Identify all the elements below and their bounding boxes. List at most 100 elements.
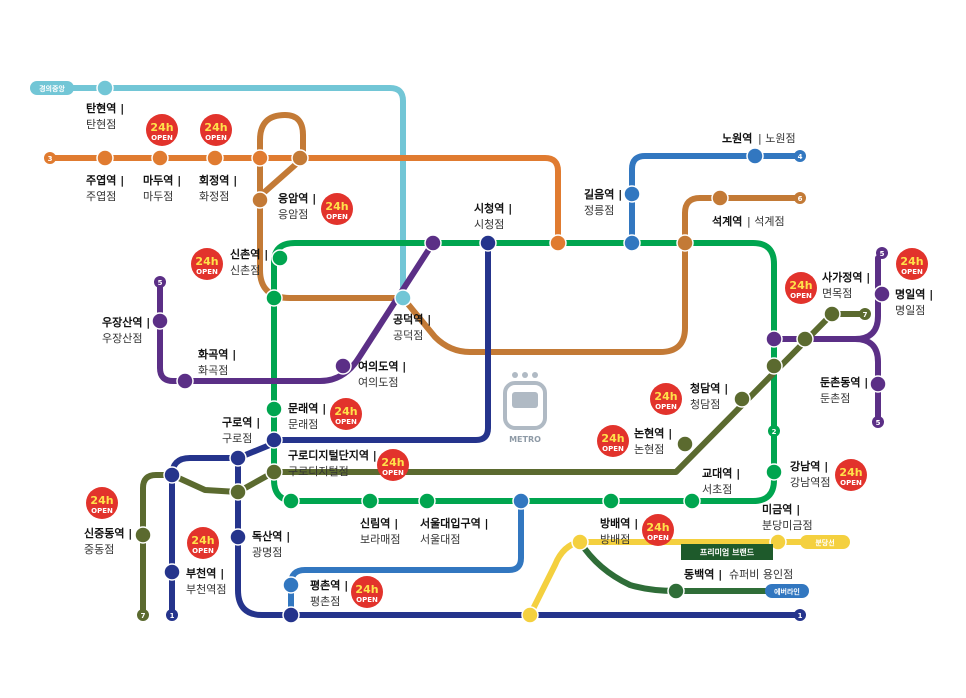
station-dot[interactable] <box>869 375 887 393</box>
premium-brand-tag: 프리미엄 브랜드 <box>681 544 773 560</box>
store-name: 신촌점 <box>230 264 260 277</box>
station-dot[interactable] <box>176 372 194 390</box>
line-number-bubble <box>44 152 56 164</box>
station-dot[interactable] <box>521 606 539 624</box>
station-dot[interactable] <box>394 289 412 307</box>
station-name: 화곡역 | <box>198 347 236 361</box>
everline-tag <box>765 584 809 598</box>
station-dot[interactable] <box>769 533 787 551</box>
station-name: 공덕역 | <box>393 312 431 326</box>
station-name: 둔촌동역 | <box>820 375 868 389</box>
station-name: 청담역 | <box>690 381 728 395</box>
svg-text:OPEN: OPEN <box>91 507 113 515</box>
line-number-bubble <box>859 308 871 320</box>
station-dot[interactable] <box>361 492 379 510</box>
svg-text:OPEN: OPEN <box>205 134 227 142</box>
svg-text:24h: 24h <box>325 200 348 213</box>
everline-line <box>577 539 773 594</box>
station-dot[interactable] <box>676 234 694 252</box>
station-name: 응암역 | <box>278 191 316 205</box>
station-dot[interactable] <box>549 234 567 252</box>
line-number-bubble <box>768 425 780 437</box>
station-dot[interactable] <box>206 149 224 167</box>
station-name: 강남역 | <box>790 459 828 473</box>
station-dot[interactable] <box>271 249 289 267</box>
station-dot[interactable] <box>265 463 283 481</box>
station-dot[interactable] <box>229 528 247 546</box>
store-name: 명일점 <box>895 303 925 317</box>
line-number-label: 3 <box>48 155 53 163</box>
station-name: 명일역 | <box>895 287 933 301</box>
station-dot[interactable] <box>229 483 247 501</box>
station-dot[interactable] <box>424 234 442 252</box>
station-dot[interactable] <box>667 582 685 600</box>
station-dot[interactable] <box>163 563 181 581</box>
station-dot[interactable] <box>765 357 783 375</box>
station-dot[interactable] <box>683 492 701 510</box>
line-number-label: 7 <box>141 612 146 620</box>
station-dot[interactable] <box>282 576 300 594</box>
station-dot[interactable] <box>282 492 300 510</box>
line-number-label: 5 <box>880 250 885 258</box>
station-dot[interactable] <box>733 390 751 408</box>
line-4 <box>629 153 803 246</box>
station-dot[interactable] <box>282 606 300 624</box>
store-name: 청담점 <box>690 398 720 411</box>
station-dot[interactable] <box>746 147 764 165</box>
store-name: 보라매점 <box>360 533 400 546</box>
store-name: 주엽점 <box>86 190 116 203</box>
station-dot[interactable] <box>711 189 729 207</box>
station-name: 여의도역 | <box>358 359 406 373</box>
station-dot[interactable] <box>602 492 620 510</box>
station-dot[interactable] <box>291 149 309 167</box>
station-dot[interactable] <box>623 185 641 203</box>
station-dot[interactable] <box>512 492 530 510</box>
svg-text:OPEN: OPEN <box>602 445 624 453</box>
station-dot[interactable] <box>265 400 283 418</box>
svg-text:24h: 24h <box>654 390 677 403</box>
line-5-east <box>771 255 881 423</box>
gyeongui-line <box>52 85 406 301</box>
store-name: 화정점 <box>199 190 229 203</box>
station-dot[interactable] <box>229 449 247 467</box>
station-name: 방배역 | <box>600 516 638 530</box>
station-dot[interactable] <box>571 533 589 551</box>
store-name: 구로점 <box>222 432 252 445</box>
station-dot[interactable] <box>251 149 269 167</box>
station-dot[interactable] <box>265 431 283 449</box>
store-name: 면목점 <box>822 287 852 300</box>
station-dot[interactable] <box>134 526 152 544</box>
station-dot[interactable] <box>96 79 114 97</box>
svg-text:OPEN: OPEN <box>326 213 348 221</box>
station-dot[interactable] <box>873 285 891 303</box>
station-dot[interactable] <box>623 234 641 252</box>
station-dot[interactable] <box>479 234 497 252</box>
station-dot[interactable] <box>418 492 436 510</box>
line-number-label: 1 <box>170 612 175 620</box>
line-number-label: 5 <box>876 419 881 427</box>
station-dot[interactable] <box>151 312 169 330</box>
station-dot[interactable] <box>796 330 814 348</box>
store-name: 슈퍼비 용인점 <box>729 568 793 581</box>
station-dot[interactable] <box>251 191 269 209</box>
station-name: 탄현역 | <box>86 101 124 115</box>
station-dot[interactable] <box>163 466 181 484</box>
svg-text:24h: 24h <box>900 255 923 268</box>
store-name: 둔촌점 <box>820 392 850 405</box>
station-dot[interactable] <box>265 289 283 307</box>
station-dot[interactable] <box>765 463 783 481</box>
station-dot[interactable] <box>334 357 352 375</box>
station-dot[interactable] <box>96 149 114 167</box>
station-name: 구로디지털단지역 | <box>288 448 377 462</box>
station-name: 노원역 <box>722 131 752 145</box>
svg-text:24h: 24h <box>381 456 404 469</box>
station-dot[interactable] <box>151 149 169 167</box>
station-dot[interactable] <box>823 305 841 323</box>
gyeongui-tag-label: 경의중앙 <box>39 84 65 93</box>
station-dot[interactable] <box>676 435 694 453</box>
station-dot[interactable] <box>765 330 783 348</box>
